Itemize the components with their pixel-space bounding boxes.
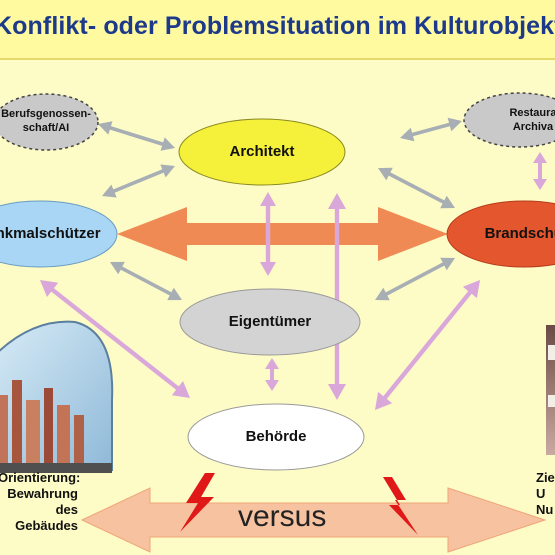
arrow-bg-architekt bbox=[98, 121, 175, 151]
label-eigentuemer: Eigentümer bbox=[228, 313, 312, 330]
label-berufsgenossenschaft: Berufsgenossen- schaft/AI bbox=[1, 108, 91, 134]
node-brandschutz bbox=[446, 200, 555, 268]
arrow-denkmal-eigentuemer bbox=[110, 261, 182, 301]
node-architekt bbox=[178, 118, 346, 186]
arrow-eigentuemer-brandschutz bbox=[375, 257, 455, 301]
caption-right: Zie U Nu bbox=[536, 470, 555, 517]
lightning-icon-right bbox=[383, 477, 418, 535]
museum-dome-image bbox=[0, 320, 114, 473]
arrow-architekt-behoerde bbox=[328, 193, 346, 400]
arrow-eigentuemer-behoerde bbox=[265, 358, 279, 391]
arrow-brandschutz-behoerde bbox=[375, 280, 480, 410]
main-conflict-arrow bbox=[117, 207, 448, 261]
arrow-denkmal-behoerde bbox=[40, 280, 190, 398]
label-behoerde: Behörde bbox=[245, 428, 307, 445]
arrow-denkmal-architekt bbox=[102, 164, 175, 198]
right-photo-image bbox=[546, 325, 555, 455]
node-denkmalschuetzer bbox=[0, 200, 118, 268]
grey-arrows bbox=[98, 117, 462, 301]
page-title: Konflikt- oder Problemsituation im Kultu… bbox=[0, 12, 555, 40]
violet-arrows bbox=[40, 152, 547, 410]
arrow-architekt-eigentuemer bbox=[260, 192, 276, 276]
node-berufsgenossenschaft bbox=[0, 93, 99, 151]
node-behoerde bbox=[187, 403, 365, 471]
lightning-icon-left bbox=[180, 473, 215, 532]
label-restaurator: Restaura Archiva bbox=[509, 107, 555, 133]
node-eigentuemer bbox=[179, 288, 361, 356]
versus-label: versus bbox=[238, 500, 327, 533]
arrow-restaurator-brandschutz bbox=[533, 152, 547, 190]
title-bar: Konflikt- oder Problemsituation im Kultu… bbox=[0, 0, 555, 60]
label-architekt: Architekt bbox=[229, 143, 295, 160]
arrow-architekt-brandschutz bbox=[378, 167, 455, 209]
arrow-architekt-restaurator bbox=[400, 117, 462, 142]
caption-left: Orientierung: Bewahrung des Gebäudes bbox=[0, 470, 81, 533]
label-brandschutz: Brandschutz bbox=[484, 225, 555, 242]
node-restaurator bbox=[463, 92, 555, 148]
label-denkmalschuetzer: Denkmalschützer bbox=[0, 225, 101, 242]
